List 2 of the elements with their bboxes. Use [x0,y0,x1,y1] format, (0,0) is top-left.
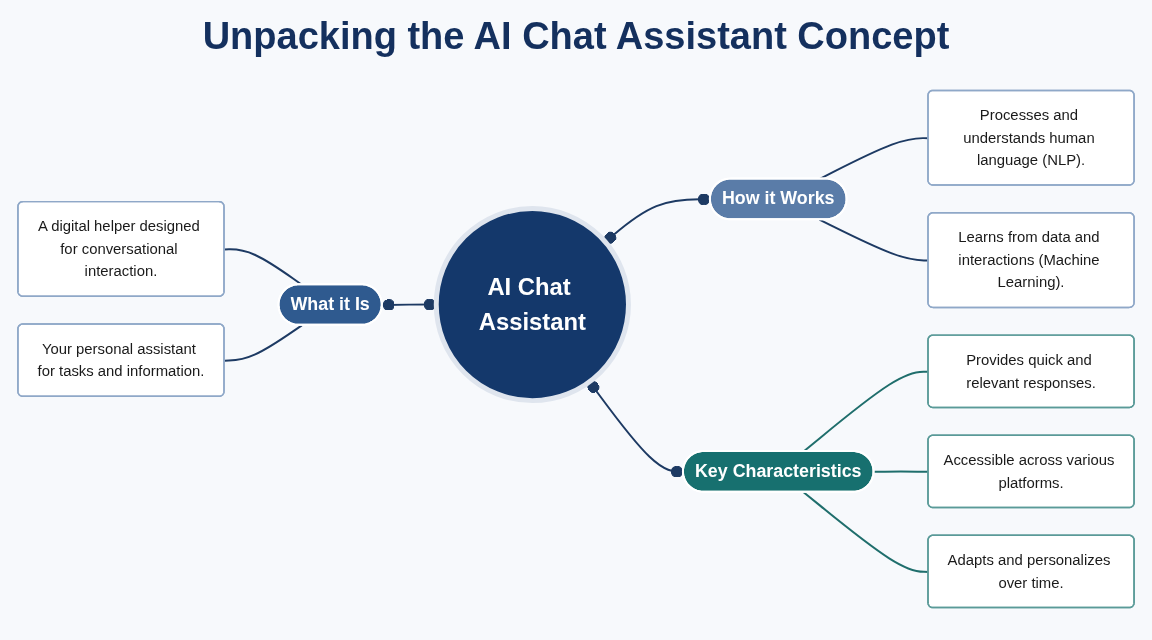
node-circle: AI Chat Assistant [433,205,631,404]
diagram-title: Unpacking the AI Chat Assistant Concept [201,14,951,59]
